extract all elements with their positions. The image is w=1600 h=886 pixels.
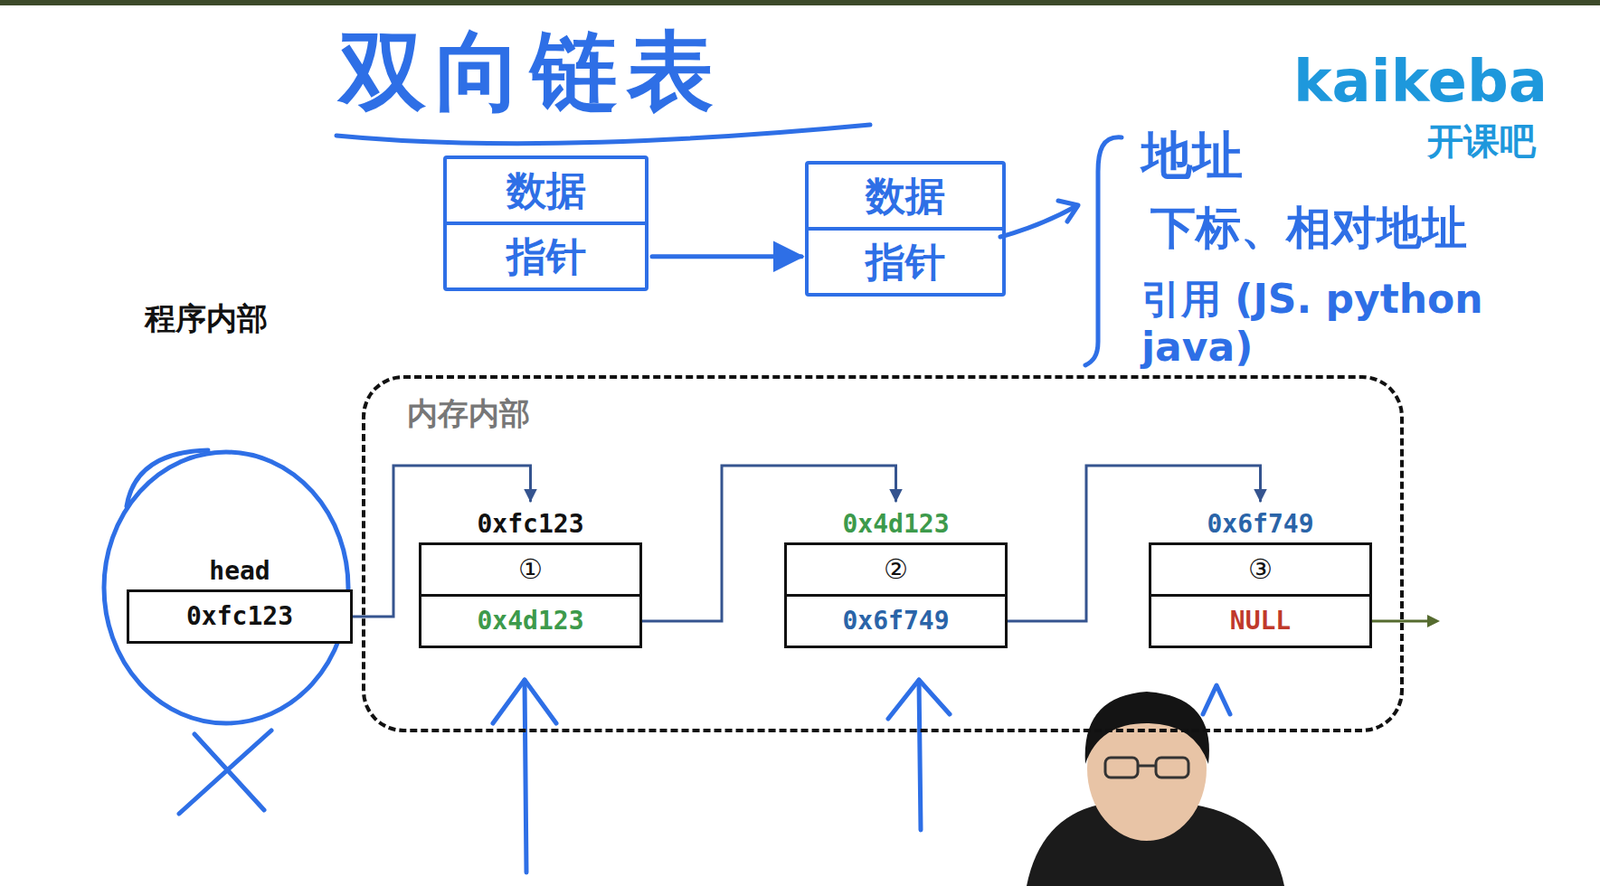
hand-note: 引用 (JS. python java) (1141, 275, 1549, 372)
label-holder: kaikeba (1293, 47, 1583, 117)
list-node: 0x4d123②0x6f749 (784, 506, 1008, 649)
hand-cell-text: 指针 (808, 230, 1003, 294)
logo-text: kaikeba (1293, 47, 1583, 117)
hand-box: 数据指针 (804, 160, 1006, 297)
hand-arrowhead (1058, 200, 1079, 222)
logo-subtext: 开课吧 (1427, 119, 1582, 163)
up-arrow (918, 680, 921, 831)
node-box: ①0x4d123 (418, 542, 643, 649)
hand-note: 下标、相对地址 (1150, 200, 1576, 256)
up-arrow-head (1202, 685, 1231, 715)
hand-cell-text: 数据 (446, 159, 645, 226)
head-pointer: head0xfc123 (126, 553, 353, 644)
section-label: 程序内部 (144, 300, 344, 338)
cross-mark (179, 730, 272, 815)
list-node: 0xfc123①0x4d123 (418, 506, 643, 649)
up-arrow (524, 680, 527, 873)
node-box: 0xfc123 (126, 589, 353, 644)
label-holder: 开课吧 (1427, 119, 1582, 163)
pointer-cell: 0x6f749 (786, 596, 1005, 646)
memory-region: 内存内部0xfc123①0x4d1230x4d123②0x6f7490x6f74… (361, 375, 1404, 733)
hand-drawn-node: 数据指针 (443, 155, 649, 292)
hair (1085, 691, 1210, 765)
hand-circle (104, 452, 349, 724)
null-arrowhead (1427, 615, 1440, 628)
pointer-cell: 0xfc123 (129, 592, 351, 642)
title-underline (336, 124, 871, 144)
label-holder: 下标、相对地址 (1150, 200, 1576, 256)
hand-drawn-node: 数据指针 (804, 160, 1006, 297)
label-holder: 地址 (1141, 124, 1413, 186)
up-arrow-head (888, 680, 950, 720)
hand-box: 数据指针 (443, 155, 649, 292)
title-holder: 双向链表 (339, 19, 846, 124)
hand-cell-text: 数据 (808, 164, 1003, 231)
title: 双向链表 (339, 19, 846, 124)
address-label: 0x4d123 (784, 506, 1008, 543)
up-arrow-head (492, 680, 557, 724)
hand-circle-overlap (126, 450, 209, 507)
region-label: 内存内部 (407, 393, 531, 436)
hand-cell-text: 指针 (446, 225, 645, 288)
label-holder: 引用 (JS. python java) (1141, 275, 1549, 372)
list-node: 0x6f749③NULL (1148, 506, 1373, 649)
address-label: 0x6f749 (1148, 506, 1373, 543)
address-label: 0xfc123 (418, 506, 643, 543)
hand-note: 地址 (1141, 124, 1413, 186)
node-box: ②0x6f749 (784, 542, 1008, 649)
top-bar (0, 0, 1600, 6)
node-box: ③NULL (1148, 542, 1373, 649)
hand-arrow (652, 254, 802, 259)
cross-mark (194, 734, 265, 811)
bracket (1085, 137, 1122, 366)
pointer-cell: 0x4d123 (421, 596, 640, 646)
pointer-cell: NULL (1151, 596, 1370, 646)
glasses (1105, 757, 1189, 778)
data-cell: ② (786, 545, 1005, 597)
data-cell: ① (421, 545, 640, 597)
presenter (1026, 691, 1285, 886)
pointer-name: head (126, 553, 353, 590)
data-cell: ③ (1151, 545, 1370, 597)
hand-arrow (1000, 206, 1077, 237)
label-holder: 程序内部 (144, 300, 344, 338)
